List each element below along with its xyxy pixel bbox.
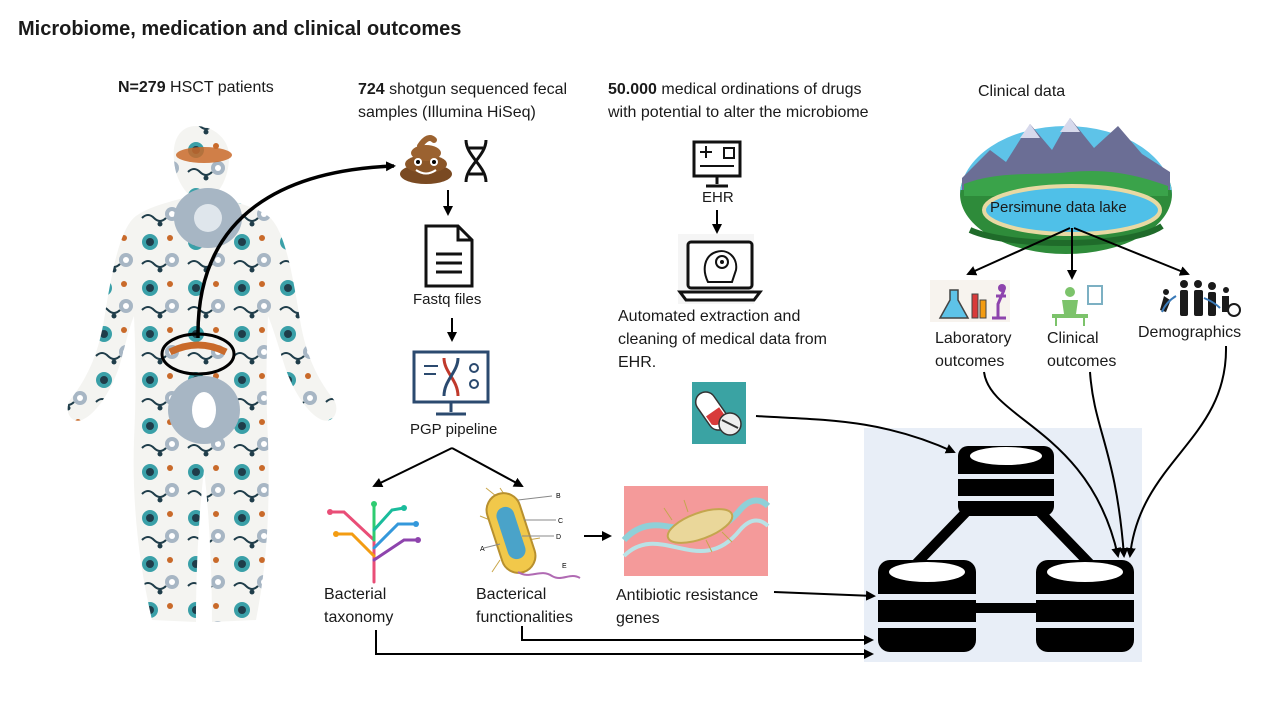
laboratory-icon <box>930 280 1010 322</box>
medication-pill-icon <box>692 382 746 444</box>
diagram-title: Microbiome, medication and clinical outc… <box>18 18 462 40</box>
bacterium-label-c: C <box>558 518 563 525</box>
fastq-file-icon <box>424 224 474 288</box>
data-lake-label: Persimune data lake <box>990 199 1127 216</box>
demographics-people-icon <box>1160 280 1241 317</box>
resistance-genes-image <box>621 486 771 576</box>
automated-extraction-icon <box>677 234 763 304</box>
bacterium-label-a: A <box>480 546 485 553</box>
fastq-label: Fastq files <box>413 291 482 308</box>
data-lake-landscape <box>960 118 1172 254</box>
demographics-label: Demographics <box>1138 324 1242 341</box>
bacterium-label-b: B <box>556 493 561 500</box>
taxonomy-tree-icon <box>327 501 421 584</box>
human-body-figure <box>67 126 337 622</box>
connected-databases-icon <box>878 446 1134 652</box>
pgp-monitor-icon <box>412 350 490 416</box>
clinical-data-label: Clinical data <box>978 83 1066 100</box>
pgp-label: PGP pipeline <box>410 421 498 438</box>
patients-label: N=279 HSCT patients <box>118 79 274 96</box>
dna-icon <box>464 139 488 183</box>
ehr-label: EHR <box>702 189 734 206</box>
bacterium-icon <box>479 487 581 579</box>
bacterium-label-e: E <box>562 563 567 570</box>
bacterium-label-d: D <box>556 534 561 541</box>
clinical-outcomes-icon <box>1052 285 1103 326</box>
ehr-computer-icon <box>692 140 742 188</box>
stool-sample-icon <box>400 135 452 184</box>
